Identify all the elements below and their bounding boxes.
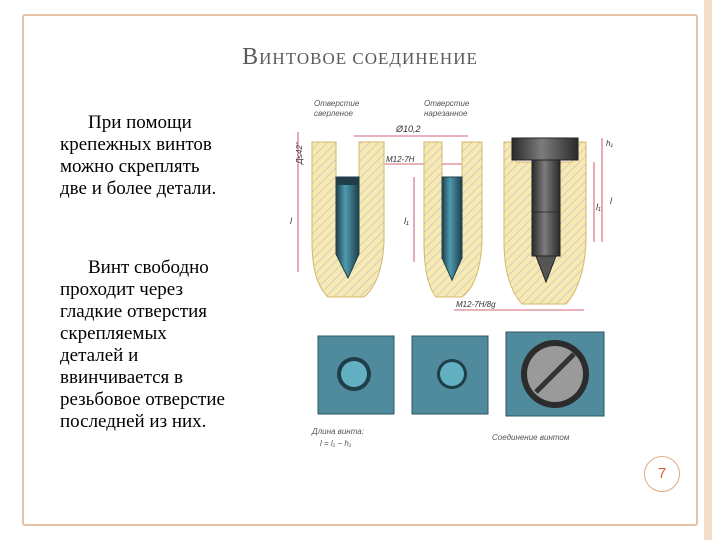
screw-head (511, 137, 579, 161)
paragraph-line: гладкие отверстия (60, 301, 207, 322)
label-threaded-hole: Отверстие нарезанное (424, 99, 470, 118)
screw-shank (531, 159, 561, 257)
label-thread-fit: М12-7Н/8g (456, 300, 496, 309)
label-l-right: l (610, 196, 613, 206)
label-l1-mid: l₁ (404, 216, 409, 226)
label-diameter: Ø10,2 (395, 124, 421, 134)
paragraph-2: Винт свободно проходит через гладкие отв… (60, 257, 286, 433)
paragraph-line: Винт свободно (88, 257, 209, 278)
label-line: Отверстие (314, 99, 360, 108)
plan-view-2 (411, 335, 489, 415)
page-number: 7 (644, 456, 680, 492)
paragraph-line: крепежных винтов (60, 134, 212, 155)
label-formula: l = l₁ − h₁ (320, 439, 352, 448)
slide-frame (22, 14, 698, 526)
paragraph-line: можно скреплять (60, 156, 200, 177)
part-threaded-section (423, 141, 483, 298)
screw-joint-drawing: Отверстие сверленое Отверстие нарезанное… (290, 99, 613, 448)
label-thread-hole: М12-7Н (386, 155, 415, 164)
label-drilled-hole: Отверстие сверленое (314, 99, 360, 118)
paragraph-line: проходит через (60, 279, 183, 300)
label-formula-title: Длина винта: (311, 427, 364, 436)
part-assembly (503, 137, 587, 305)
title-rest: ИНТОВОЕ СОЕДИНЕНИЕ (259, 49, 478, 68)
label-line: сверленое (314, 109, 354, 118)
paragraph-line: резьбовое отверстие (60, 389, 225, 410)
screw-tip (535, 255, 557, 284)
label-l-left: l (290, 216, 293, 226)
paragraph-line: При помощи (88, 112, 192, 133)
paragraph-line: две и более детали. (60, 178, 217, 199)
paragraph-line: ввинчивается в (60, 367, 184, 388)
part-drilled-section (311, 141, 385, 298)
label-h1: h₁ (606, 139, 613, 148)
label-l1-right: l₁ (596, 202, 601, 212)
label-line: нарезанное (424, 109, 468, 118)
plan-view-1 (317, 335, 395, 415)
decorative-stripe (704, 0, 712, 540)
paragraph-1: При помощи крепежных винтов можно скрепл… (60, 112, 286, 200)
label-caption: Соединение винтом (492, 433, 570, 442)
title-first-letter: В (242, 44, 260, 70)
label-line: Отверстие (424, 99, 470, 108)
plan-view-3 (505, 331, 605, 417)
paragraph-line: скрепляемых (60, 323, 167, 344)
paragraph-line: деталей и (60, 345, 139, 366)
label-angle: Д≤42° (295, 141, 304, 165)
slide-title: ВИНТОВОЕ СОЕДИНЕНИЕ (0, 44, 720, 71)
paragraph-line: последней из них. (60, 411, 207, 432)
